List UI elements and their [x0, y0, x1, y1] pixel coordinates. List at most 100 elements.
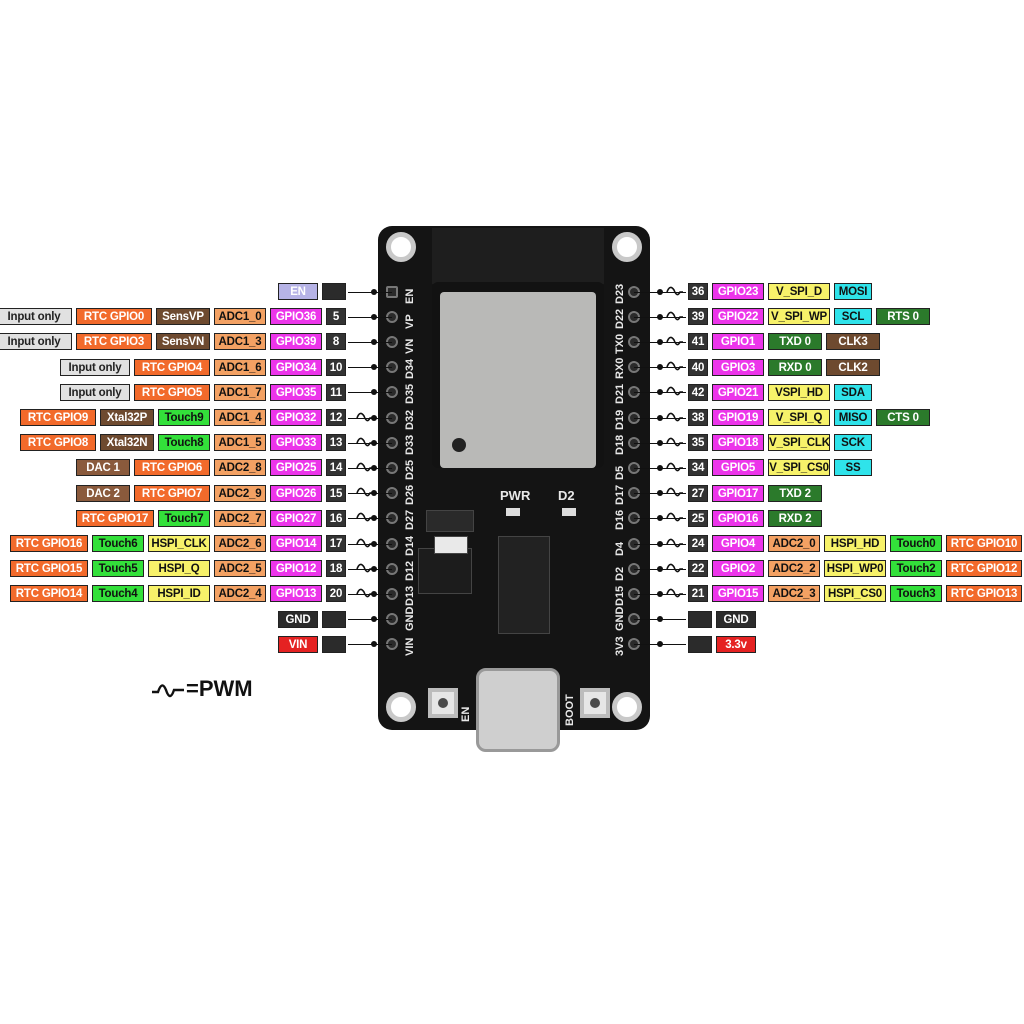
pin-function-label: RTC GPIO0: [76, 308, 152, 326]
pin-function-label: GPIO22: [712, 308, 764, 326]
pin-function-label: RTC GPIO4: [134, 358, 210, 376]
pin-function-label: GPIO19: [712, 409, 764, 426]
silkscreen-pin-label: 3V3: [614, 636, 626, 657]
pin-function-label: GPIO34: [270, 358, 322, 376]
silkscreen-pin-label: GND: [614, 606, 626, 632]
mounting-hole: [612, 232, 642, 262]
pin-number-label: 39: [688, 308, 708, 326]
pin-function-label: Touch3: [890, 585, 942, 603]
mounting-hole: [612, 692, 642, 722]
pin-function-label: RTC GPIO5: [134, 383, 210, 401]
pin-function-label: SensVP: [156, 308, 210, 326]
pin-function-label: GPIO5: [712, 459, 764, 477]
pin-function-label: GPIO13: [270, 585, 322, 603]
pwm-icon: [356, 437, 373, 447]
pin-function-label: GPIO15: [712, 585, 764, 603]
pin-dot: [371, 414, 377, 421]
pin-function-label: GPIO26: [270, 484, 322, 502]
pin-function-label: TXD 0: [768, 333, 822, 351]
pin-dot: [371, 641, 377, 648]
pin-function-label: RTC GPIO17: [76, 509, 154, 527]
pwm-icon: [666, 588, 683, 598]
silkscreen-pin-label: RX0: [614, 357, 626, 380]
capacitor: [434, 536, 468, 554]
pin-dot: [371, 464, 377, 471]
pwr-led-label: PWR: [500, 488, 531, 503]
pin-function-label: Xtal32P: [100, 409, 154, 426]
pin-function-label: RTC GPIO16: [10, 535, 88, 552]
pin-function-label: Touch2: [890, 560, 942, 578]
en-button[interactable]: [428, 688, 458, 718]
pin-dot: [371, 490, 377, 497]
pwm-wave-icon: [152, 684, 184, 698]
pwr-led: [506, 508, 520, 516]
pin-number-label: 12: [326, 409, 346, 426]
pin-function-label: DAC 1: [76, 459, 130, 477]
pin-function-label: GPIO23: [712, 283, 764, 300]
pwm-icon: [666, 563, 683, 573]
pin-function-label: ADC1_5: [214, 434, 266, 452]
pin-dot: [371, 389, 377, 396]
pin-function-label: Touch5: [92, 560, 144, 578]
pin-function-label: GND: [716, 610, 756, 628]
pin-function-label: ADC1_4: [214, 409, 266, 426]
pin-number-label: 17: [326, 535, 346, 552]
pin-function-label: V_SPI_CS0: [768, 459, 830, 477]
rf-shield-can: [440, 292, 596, 468]
silkscreen-pin-label: D5: [614, 465, 626, 480]
pin-number-label: 42: [688, 383, 708, 401]
pin-function-label: Xtal32N: [100, 434, 154, 452]
silkscreen-pin-label: D18: [614, 434, 626, 455]
silkscreen-pin-label: D32: [404, 409, 416, 430]
pin-function-label: ADC1_6: [214, 358, 266, 376]
pin-leader-line: [348, 291, 392, 293]
pin-function-label: CLK3: [826, 333, 880, 351]
pin-function-label: Input only: [60, 383, 130, 401]
pwm-icon: [666, 311, 683, 321]
pin-dot: [657, 641, 663, 648]
pwm-icon: [356, 412, 373, 421]
silkscreen-pin-label: D14: [404, 535, 416, 556]
en-button-label: EN: [460, 706, 472, 722]
pin-dot: [371, 515, 377, 522]
silkscreen-pin-label: D21: [614, 384, 626, 405]
pin-number-label: 10: [326, 358, 346, 376]
pin-leader-line: [348, 341, 392, 343]
silkscreen-pin-label: D26: [404, 484, 416, 506]
pin-function-label: VIN: [278, 635, 318, 653]
pin-function-label: GPIO35: [270, 383, 322, 401]
pin-number-label: 18: [326, 560, 346, 578]
pin-function-label: V_SPI_CLK: [768, 434, 830, 452]
pwm-icon: [356, 487, 373, 497]
pwm-icon: [356, 462, 373, 472]
pin-number-label: 35: [688, 434, 708, 452]
pin-function-label: ADC2_3: [768, 585, 820, 603]
pin-function-label: ADC2_5: [214, 560, 266, 578]
pin-function-label: GPIO4: [712, 535, 764, 552]
pin-function-label: HSPI_CS0: [824, 585, 886, 603]
pwm-icon: [666, 386, 683, 396]
silkscreen-pin-label: D35: [404, 384, 416, 405]
pin-number-label: 13: [326, 434, 346, 452]
pin-function-label: RTC GPIO7: [134, 484, 210, 502]
silkscreen-pin-label: D13: [404, 585, 416, 606]
pin-function-label: RTC GPIO8: [20, 434, 96, 452]
pwm-legend: =PWM: [150, 676, 253, 702]
pin-function-label: SCK: [834, 434, 872, 452]
pin-number-label: 21: [688, 585, 708, 603]
pin-number-label: 16: [326, 509, 346, 527]
pin-function-label: GPIO39: [270, 333, 322, 351]
pin-dot: [657, 515, 663, 522]
silkscreen-pin-label: D17: [614, 484, 626, 506]
silkscreen-pin-label: TX0: [614, 333, 626, 354]
pin-function-label: [688, 635, 712, 653]
pin-function-label: GPIO18: [712, 434, 764, 452]
pin-function-label: [322, 610, 346, 628]
pin-function-label: V_SPI_WP: [768, 308, 830, 326]
pin-function-label: GPIO33: [270, 434, 322, 452]
pwm-icon: [666, 336, 683, 346]
pin-function-label: GPIO12: [270, 560, 322, 578]
boot-button[interactable]: [580, 688, 610, 718]
pin-function-label: ADC2_7: [214, 509, 266, 527]
